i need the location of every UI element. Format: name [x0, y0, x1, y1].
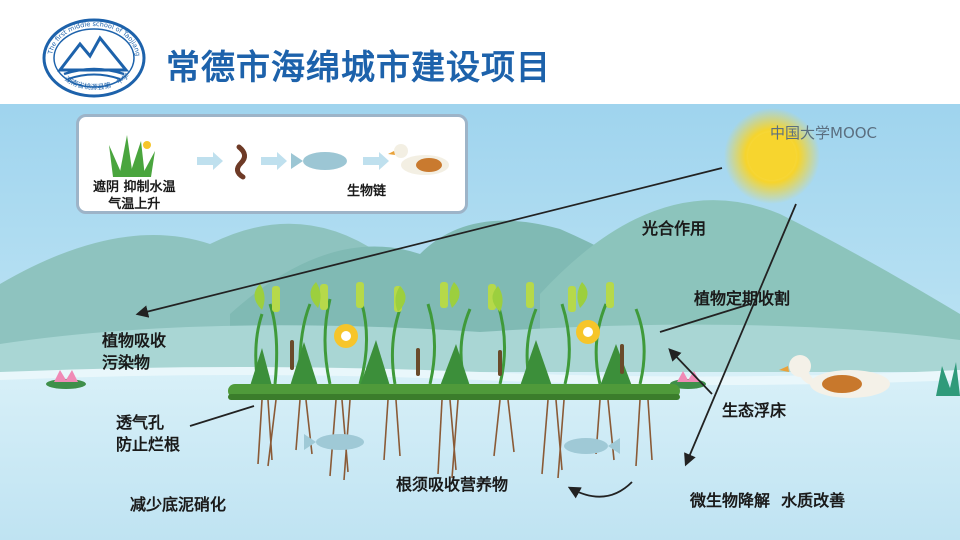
grass-icon [109, 135, 155, 177]
arrow-float-up [668, 348, 713, 395]
lotus-icon [46, 370, 86, 389]
label-microbe: 微生物降解 水质改善 [690, 491, 846, 510]
label-root-absorb: 根须吸收营养物 [396, 475, 509, 494]
chain-label: 生物链 [347, 184, 387, 199]
label-photosynthesis: 光合作用 [642, 219, 707, 238]
reed-plants [250, 282, 646, 386]
arrow-right-icon [197, 152, 389, 170]
label-absorb-pollutants: 植物吸收 污染物 [102, 331, 167, 372]
school-seal-icon: The first middle school of Taojiang Coun… [42, 18, 146, 98]
eco-raft [228, 384, 680, 400]
water-plant-icon [936, 362, 960, 396]
duck-icon [388, 144, 449, 175]
lotus-icon [670, 371, 706, 389]
label-reduce-nitrification: 减少底泥硝化 [130, 495, 227, 514]
process-arrows [135, 167, 797, 499]
fish-icon [291, 152, 347, 170]
duck-icon [779, 355, 890, 398]
worm-icon [235, 144, 247, 180]
arrow-harvest [659, 303, 751, 333]
header-bar: The first middle school of Taojiang Coun… [0, 0, 960, 104]
arrow-sun-to-absorb [135, 167, 723, 318]
label-harvest: 植物定期收割 [694, 289, 791, 308]
label-vent-holes: 透气孔 防止烂根 [116, 413, 181, 454]
fish-icon [564, 438, 620, 454]
shade-label: 遮阴 抑制水温 气温上升 [93, 180, 176, 212]
arrow-vent-holes [189, 405, 255, 427]
fish-icon [304, 434, 364, 450]
food-chain-panel: 遮阴 抑制水温 气温上升 生物链 [76, 114, 468, 214]
eco-float-diagram: 遮阴 抑制水温 气温上升 生物链 中国大学MOOC 光合作用 植物定期收割 植物… [0, 104, 960, 540]
label-eco-float: 生态浮床 [722, 401, 787, 420]
mooc-watermark: 中国大学MOOC [770, 124, 878, 142]
scene-illustration [0, 104, 960, 540]
arrow-root-absorb [567, 481, 633, 499]
sun-icon [724, 108, 820, 204]
page-title: 常德市海绵城市建设项目 [166, 48, 551, 88]
arrow-sun-to-water [684, 203, 797, 467]
